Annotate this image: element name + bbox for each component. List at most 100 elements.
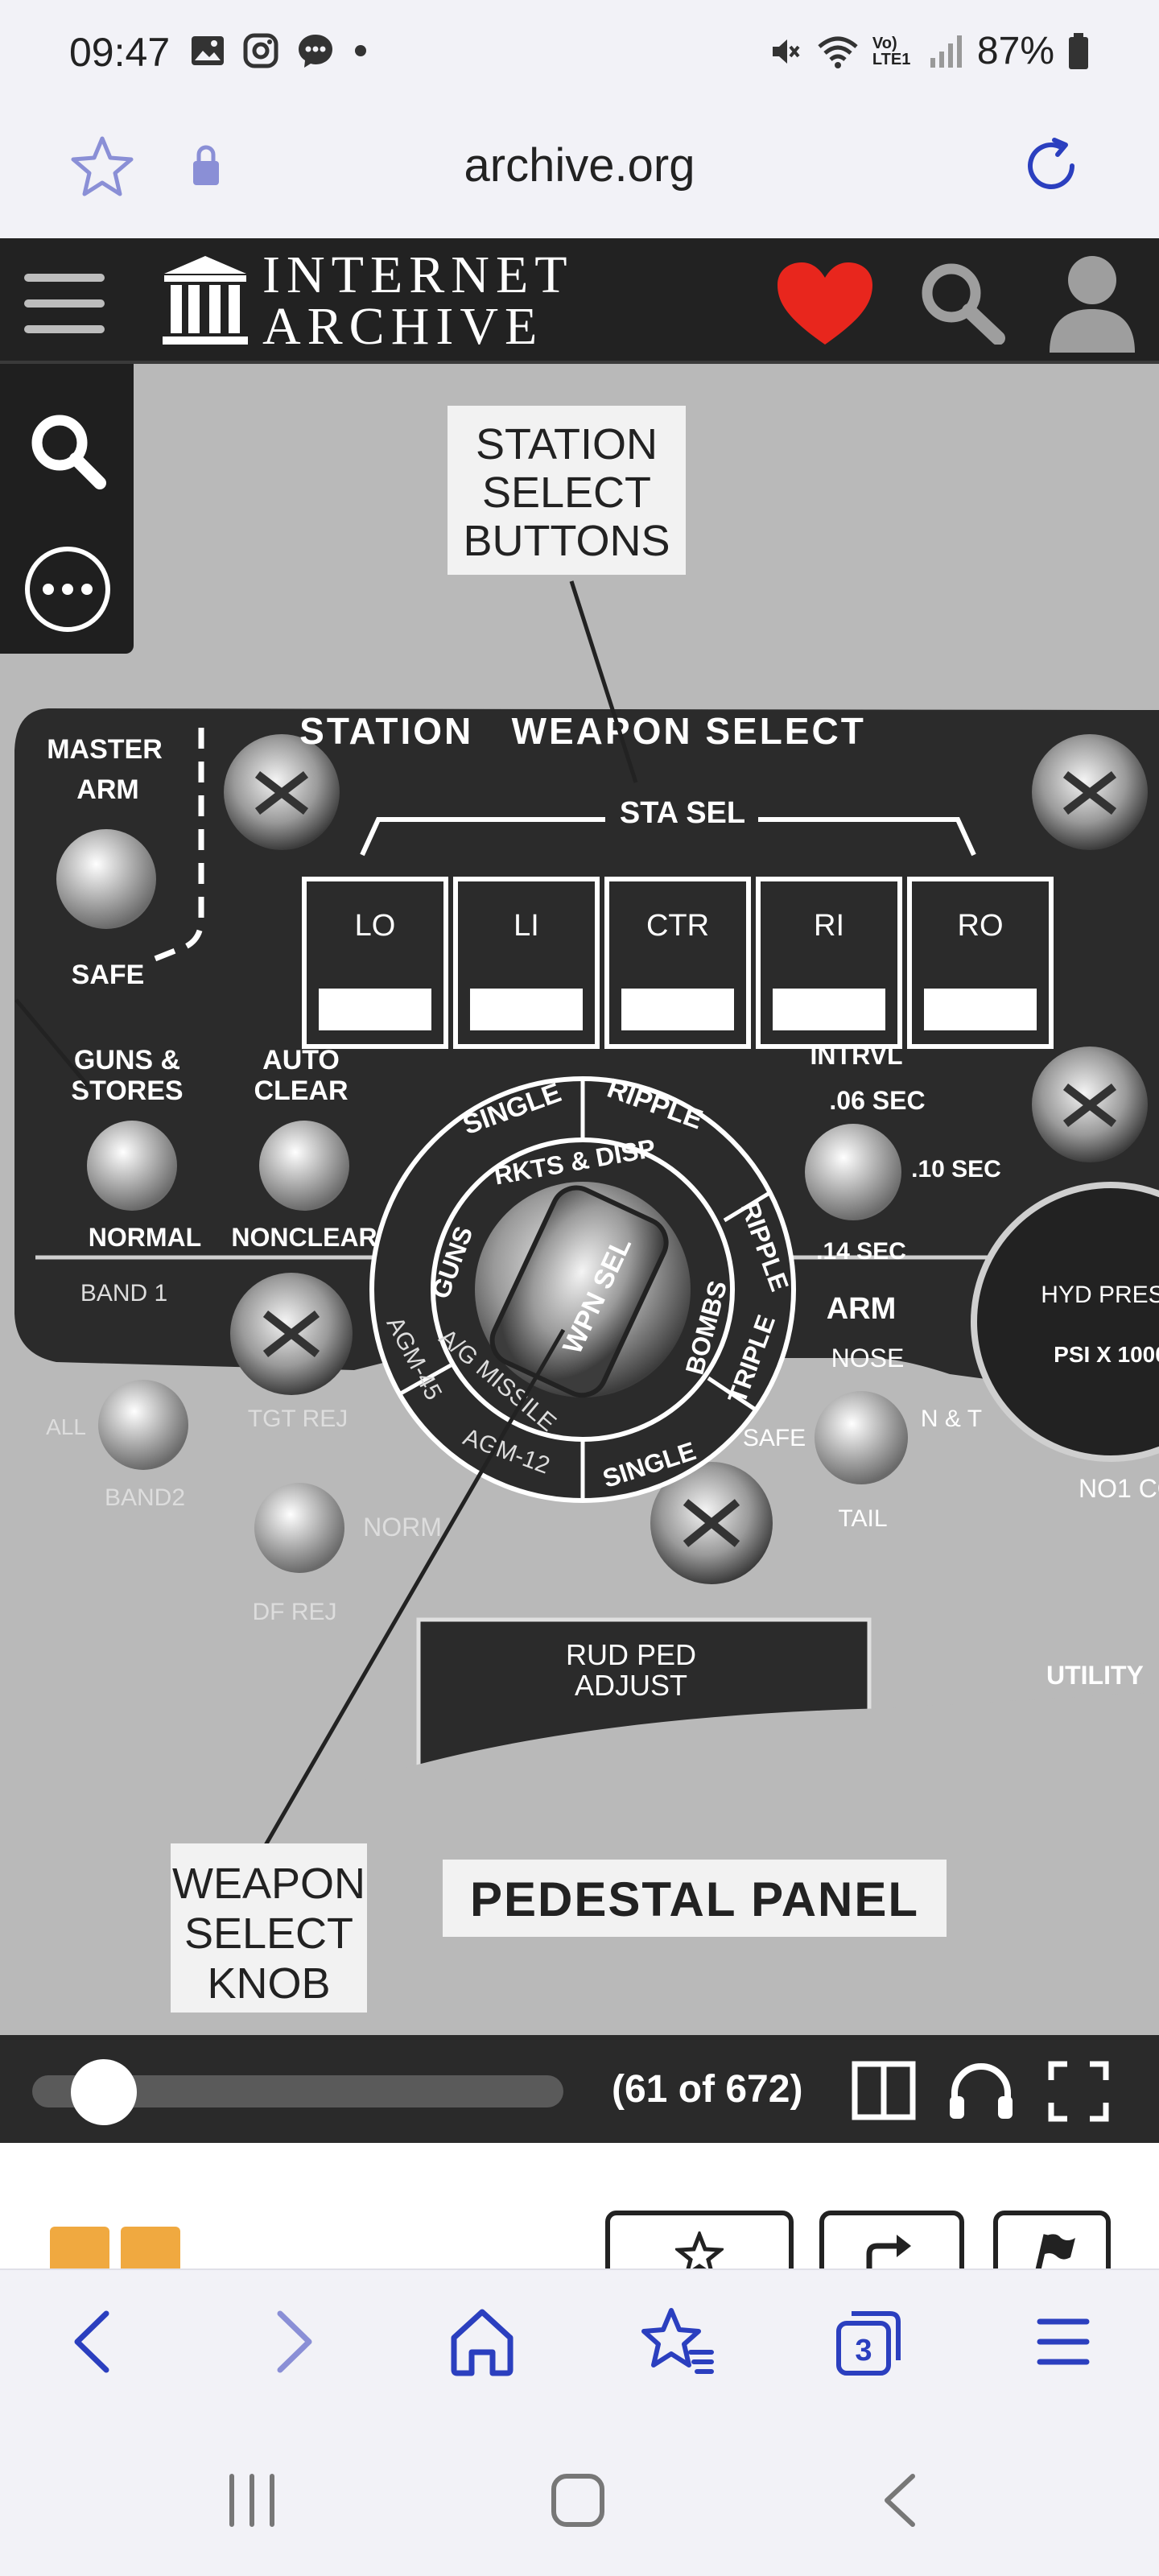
flag-icon <box>1035 2234 1075 2268</box>
user-account-icon[interactable] <box>1048 253 1136 353</box>
safe-label: SAFE <box>72 960 145 990</box>
tail-label: TAIL <box>838 1505 887 1532</box>
notification-icons <box>190 32 369 69</box>
station-ctr: CTR <box>646 909 709 943</box>
weapon-select-callout <box>171 1843 367 2013</box>
search-inside-icon[interactable] <box>23 407 113 497</box>
menu-hamburger-icon[interactable] <box>24 274 105 335</box>
forward-icon[interactable] <box>266 2306 322 2378</box>
system-nav-bar <box>0 2418 1159 2576</box>
callout-station-2: SELECT <box>482 469 651 517</box>
star-icon <box>675 2231 724 2268</box>
archive-building-logo-icon[interactable] <box>161 253 250 348</box>
hyd-press-label: HYD PRESS <box>1041 1282 1159 1308</box>
system-back-icon[interactable] <box>872 2468 929 2533</box>
flag-button[interactable] <box>993 2211 1111 2268</box>
safe-right-label: SAFE <box>743 1425 806 1451</box>
all-label: ALL <box>46 1414 86 1439</box>
station-buttons <box>302 877 1054 1049</box>
item-actions-area <box>0 2143 1159 2268</box>
rud-ped-label-1: RUD PED <box>566 1638 696 1671</box>
back-icon[interactable] <box>64 2306 121 2378</box>
utility-label: UTILITY <box>1046 1661 1144 1690</box>
ia-header: INTERNET ARCHIVE <box>0 238 1159 364</box>
two-page-view-icon[interactable] <box>852 2061 916 2120</box>
search-icon[interactable] <box>918 261 1008 345</box>
viewer-side-tools <box>0 364 134 654</box>
wifi-icon <box>818 36 858 68</box>
url-bar[interactable]: archive.org <box>0 105 1159 238</box>
page-indicator: (61 of 672) <box>612 2068 803 2111</box>
bookmarks-icon[interactable] <box>639 2306 716 2378</box>
df-rej-label: DF REJ <box>253 1599 337 1625</box>
wordmark-line-1: INTERNET <box>262 246 574 304</box>
mute-icon <box>772 39 800 64</box>
bookmark-star-icon[interactable] <box>69 134 135 200</box>
read-aloud-headphones-icon[interactable] <box>947 2061 1016 2120</box>
callout-weapon-2: SELECT <box>184 1909 353 1958</box>
station-li: LI <box>514 909 539 943</box>
home-icon[interactable] <box>448 2306 517 2378</box>
nose-label: NOSE <box>831 1344 905 1373</box>
url-domain[interactable]: archive.org <box>464 139 695 192</box>
book-page-viewer[interactable]: STATION WEAPON SELECT STA SEL LO LI CTR … <box>0 364 1159 2035</box>
station-ri: RI <box>814 909 844 943</box>
lock-icon[interactable] <box>190 143 222 188</box>
band2-label: BAND2 <box>105 1484 185 1511</box>
auto-clear-label-2: CLEAR <box>254 1075 348 1106</box>
sec06-label: .06 SEC <box>829 1086 925 1115</box>
donate-heart-icon[interactable] <box>774 259 876 348</box>
messenger-icon <box>299 35 332 68</box>
wordmark-line-2: ARCHIVE <box>262 297 544 356</box>
rud-ped-label-2: ADJUST <box>575 1669 687 1702</box>
more-options-icon[interactable] <box>23 544 113 634</box>
callout-pedestal: PEDESTAL PANEL <box>470 1872 919 1926</box>
svg-text:3: 3 <box>855 2334 872 2368</box>
share-button[interactable] <box>819 2211 964 2268</box>
station-select-callout <box>448 406 686 575</box>
home-button-icon[interactable] <box>546 2468 610 2533</box>
page-slider-bar: (61 of 672) <box>0 2035 1159 2143</box>
page-slider-thumb[interactable] <box>71 2059 137 2125</box>
station-weapon-select-label: STATION WEAPON SELECT <box>299 710 866 752</box>
recent-apps-icon[interactable] <box>224 2468 280 2533</box>
guns-stores-label-2: STORES <box>71 1075 183 1106</box>
panel-screws <box>224 734 1148 1584</box>
network-label: Vo) LTE1 <box>872 34 911 68</box>
arm-label: ARM <box>76 774 138 805</box>
callout-station-3: BUTTONS <box>463 517 670 565</box>
status-right: Vo) LTE1 87% <box>768 29 1090 73</box>
browser-menu-icon[interactable] <box>1035 2306 1091 2378</box>
reload-icon[interactable] <box>1019 132 1087 200</box>
instagram-icon <box>243 33 278 68</box>
sec10-label: .10 SEC <box>911 1156 1001 1183</box>
pedestal-callout <box>443 1860 947 1937</box>
master-label: MASTER <box>47 734 163 765</box>
browser-bottom-nav: 3 <box>0 2268 1159 2418</box>
battery-icon <box>1069 32 1088 69</box>
book-orange-icon <box>50 2227 180 2268</box>
dot-icon <box>355 45 366 56</box>
tabs-icon[interactable]: 3 <box>834 2306 903 2378</box>
status-time: 09:47 <box>69 30 171 75</box>
battery-percent: 87% <box>976 30 1054 72</box>
status-bar: 09:47 Vo) LTE1 87% <box>0 0 1159 105</box>
share-icon <box>866 2235 911 2268</box>
ia-wordmark[interactable]: INTERNET ARCHIVE <box>262 246 574 356</box>
hyd-press-gauge <box>971 1182 1159 1462</box>
arm-right-label: ARM <box>827 1292 897 1326</box>
tgt-rej-label: TGT REJ <box>248 1406 348 1432</box>
auto-clear-label-1: AUTO <box>262 1045 340 1075</box>
nt-label: N & T <box>921 1406 982 1432</box>
fullscreen-icon[interactable] <box>1048 2061 1109 2122</box>
favorite-button[interactable] <box>605 2211 794 2268</box>
no1-cont-label: NO1 CONT <box>1079 1474 1159 1503</box>
callout-weapon-3: KNOB <box>207 1959 330 2008</box>
signal-icon <box>930 35 962 68</box>
nonclear-label: NONCLEAR <box>231 1223 377 1252</box>
intrvl-label: INTRVL <box>810 1041 903 1070</box>
band1-label: BAND 1 <box>80 1280 167 1307</box>
station-ro: RO <box>958 909 1004 943</box>
sta-sel-label: STA SEL <box>620 796 745 830</box>
sec14-label: .14 SEC <box>816 1238 906 1265</box>
